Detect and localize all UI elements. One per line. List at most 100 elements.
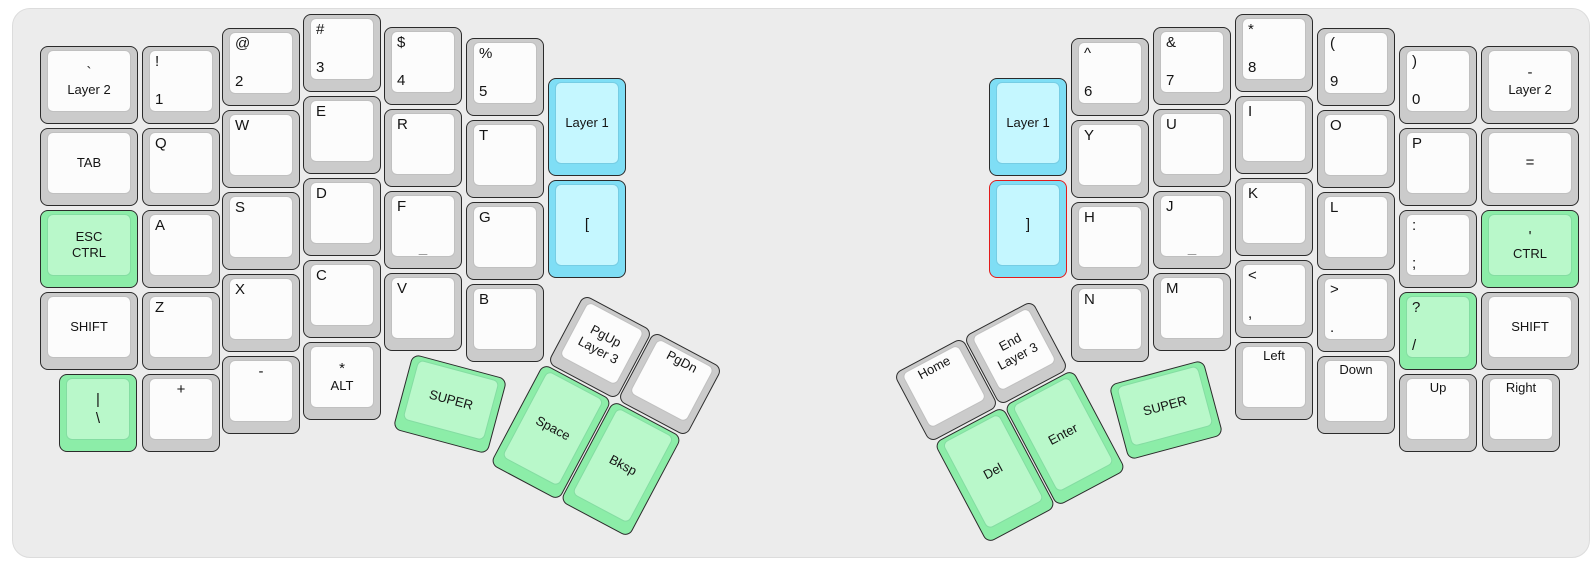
key-a[interactable]: A (142, 210, 220, 288)
key-w[interactable]: W (222, 110, 300, 188)
key-asterisk-alt[interactable]: *ALT (303, 342, 381, 420)
key-c[interactable]: C (303, 260, 381, 338)
key-m[interactable]: M (1153, 273, 1231, 351)
key-lparen-9[interactable]: (9 (1317, 28, 1395, 106)
key-tab[interactable]: TAB (40, 128, 138, 206)
key-less-comma[interactable]: <, (1235, 260, 1313, 338)
key-label: ; (1412, 254, 1417, 272)
key-label: 7 (1166, 71, 1175, 89)
key-colon-semicolon[interactable]: :; (1399, 210, 1477, 288)
key-left-bracket[interactable]: [ (548, 180, 626, 278)
key-d[interactable]: D (303, 178, 381, 256)
key-arrow-down[interactable]: Down (1317, 356, 1395, 434)
key-y[interactable]: Y (1071, 120, 1149, 198)
key-label: D (316, 185, 327, 202)
key-label: + (176, 381, 186, 398)
key-l[interactable]: L (1317, 192, 1395, 270)
key-label: 5 (479, 82, 488, 100)
key-p[interactable]: P (1399, 128, 1477, 206)
key-b[interactable]: B (466, 284, 544, 362)
key-t[interactable]: T (466, 120, 544, 198)
key-layer1-left[interactable]: Layer 1 (548, 78, 626, 176)
key-label: O (1330, 117, 1342, 134)
key-r[interactable]: R (384, 109, 462, 187)
keycap-top: U (1160, 113, 1224, 175)
key-label: < (1248, 267, 1257, 284)
keycap-top: (9 (1324, 32, 1388, 94)
key-right-bracket[interactable]: ] (989, 180, 1067, 278)
key-minus-layer2[interactable]: -Layer 2 (1481, 46, 1579, 124)
key-asterisk-8[interactable]: *8 (1235, 14, 1313, 92)
key-super-left[interactable]: SUPER (392, 353, 508, 455)
key-label: C (316, 267, 327, 284)
key-s[interactable]: S (222, 192, 300, 270)
key-label: K (1248, 185, 1259, 202)
key-label: H (1084, 209, 1095, 226)
key-label: Z (155, 299, 165, 316)
key-label: X (235, 281, 246, 298)
key-label: 1 (155, 90, 164, 108)
key-percent-5[interactable]: %5 (466, 38, 544, 116)
keycap-top: X (229, 278, 293, 340)
key-u[interactable]: U (1153, 109, 1231, 187)
key-grave-layer2[interactable]: `Layer 2 (40, 46, 138, 124)
key-k[interactable]: K (1235, 178, 1313, 256)
key-label: S (235, 199, 246, 216)
keycap-top: N (1078, 288, 1142, 350)
key-i[interactable]: I (1235, 96, 1313, 174)
keycap-top: Right (1489, 378, 1553, 440)
key-equals[interactable]: = (1481, 128, 1579, 206)
keycap-top: Layer 1 (996, 82, 1060, 164)
key-label: SHIFT (70, 318, 108, 334)
key-e[interactable]: E (303, 96, 381, 174)
key-shift-right[interactable]: SHIFT (1481, 292, 1579, 370)
keycap-top: E (310, 100, 374, 162)
key-amp-7[interactable]: &7 (1153, 27, 1231, 105)
key-hash-3[interactable]: #3 (303, 14, 381, 92)
key-arrow-left[interactable]: Left (1235, 342, 1313, 420)
key-quote-ctrl[interactable]: 'CTRL (1481, 210, 1579, 288)
key-label: > (1330, 281, 1339, 298)
key-label: 0 (1412, 90, 1421, 108)
key-f-homing[interactable]: F_ (384, 191, 462, 269)
key-super-right[interactable]: SUPER (1108, 359, 1224, 461)
key-label: 3 (316, 58, 325, 76)
keycap-top: K (1242, 182, 1306, 244)
key-arrow-up[interactable]: Up (1399, 374, 1477, 452)
key-o[interactable]: O (1317, 110, 1395, 188)
key-j-homing[interactable]: J_ (1153, 191, 1231, 269)
key-label: Del (980, 459, 1005, 482)
keycap-top: I (1242, 100, 1306, 162)
key-label: Right (1505, 380, 1537, 395)
key-greater-period[interactable]: >. (1317, 274, 1395, 352)
keycap-top: + (149, 378, 213, 440)
key-h[interactable]: H (1071, 202, 1149, 280)
key-dollar-4[interactable]: $4 (384, 27, 462, 105)
key-shift-left[interactable]: SHIFT (40, 292, 138, 370)
key-layer1-right[interactable]: Layer 1 (989, 78, 1067, 176)
key-n[interactable]: N (1071, 284, 1149, 362)
keycap-top: SHIFT (47, 296, 131, 358)
key-caret-6[interactable]: ^6 (1071, 38, 1149, 116)
key-arrow-right[interactable]: Right (1482, 374, 1560, 452)
key-x[interactable]: X (222, 274, 300, 352)
key-label: Layer 2 (67, 81, 111, 97)
key-pipe-backslash[interactable]: |\ (59, 374, 137, 452)
keycap-top: - (229, 360, 293, 422)
key-exclam-1[interactable]: !1 (142, 46, 220, 124)
key-label: R (397, 116, 408, 133)
key-label: Space (533, 412, 574, 443)
key-label: B (479, 291, 490, 308)
key-q[interactable]: Q (142, 128, 220, 206)
key-rparen-0[interactable]: )0 (1399, 46, 1477, 124)
key-z[interactable]: Z (142, 292, 220, 370)
key-label: 6 (1084, 82, 1093, 100)
key-g[interactable]: G (466, 202, 544, 280)
key-v[interactable]: V (384, 273, 462, 351)
key-minus[interactable]: - (222, 356, 300, 434)
key-question-slash[interactable]: ?/ (1399, 292, 1477, 370)
key-plus[interactable]: + (142, 374, 220, 452)
keycap-top: <, (1242, 264, 1306, 326)
key-at-2[interactable]: @2 (222, 28, 300, 106)
